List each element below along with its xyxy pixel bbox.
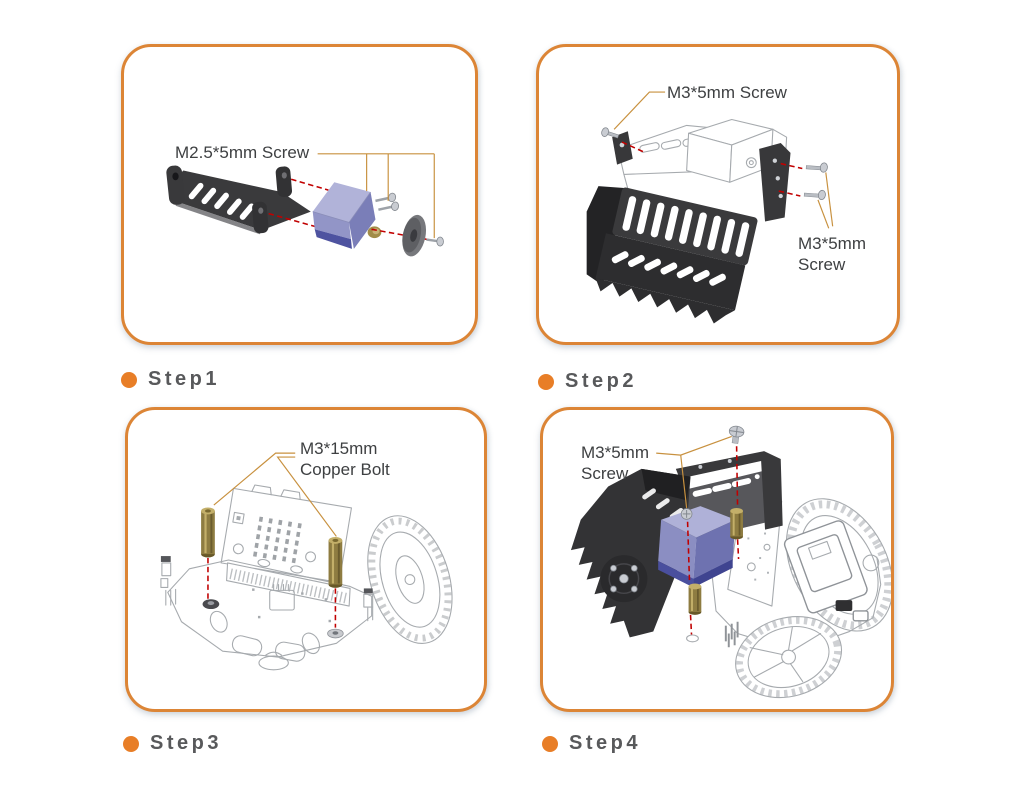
assembly-dashed-line-horn [371, 228, 437, 242]
step2-illustration [586, 91, 834, 324]
step2-panel: M3*5mm Screw M3*5mm Screw [536, 44, 900, 345]
callout-m3-screw-top: M3*5mm Screw [667, 83, 787, 102]
step4-bullet-dot [542, 735, 558, 752]
servo-body [312, 182, 382, 249]
screw-icons [680, 425, 745, 520]
callout-leader-lines [656, 435, 732, 509]
step3-label: Step3 [123, 732, 222, 755]
assembly-dashed-lines [686, 446, 740, 635]
step2-label-text: Step2 [565, 370, 637, 392]
servo-body [658, 506, 736, 588]
step1-illustration [166, 153, 444, 257]
callout-m3-screw: M3*5mm Screw [581, 443, 650, 483]
assembly-dashed-lines [202, 558, 344, 639]
top-bracket-shape [675, 451, 783, 530]
battery-holder-lineart [783, 520, 868, 614]
blade-left-ear [612, 131, 633, 165]
callout-m3-screw-right: M3*5mm Screw [798, 234, 867, 274]
screw-icons [601, 127, 828, 201]
step3-panel: M3*15mm Copper Bolt [125, 407, 487, 712]
assembly-dashed-lines [268, 178, 329, 228]
servo-horn-disc [600, 555, 648, 603]
callout-leader-lines [317, 153, 435, 239]
step4-label-text: Step4 [569, 732, 641, 754]
copper-bolt-right [328, 536, 343, 588]
wheel-lineart [367, 515, 453, 644]
horn-screw-icon [426, 236, 444, 247]
dozer-blade-shape [570, 468, 691, 638]
step1-panel: M2.5*5mm Screw [121, 44, 478, 345]
copper-bolt-left [201, 507, 215, 558]
step2-label: Step2 [538, 370, 637, 393]
servo-horn-disc [402, 214, 427, 257]
step1-label-text: Step1 [148, 368, 220, 390]
front-wheel-lineart [735, 615, 843, 699]
step4-illustration [570, 425, 891, 699]
copper-bolt-right [730, 508, 743, 540]
copper-bolt-front [688, 583, 702, 615]
step3-bullet-dot [123, 735, 139, 752]
chassis-lineart [160, 556, 374, 671]
callout-m25-screw: M2.5*5mm Screw [175, 143, 310, 162]
step4-panel: M3*5mm Screw [540, 407, 894, 712]
callout-copper-bolt: M3*15mm Copper Bolt [300, 439, 390, 479]
step2-bullet-dot [538, 373, 554, 390]
servo-bracket-shape [166, 165, 311, 235]
callout-leader-lines [213, 452, 337, 537]
blade-right-ear [759, 143, 791, 222]
step3-illustration [160, 452, 453, 671]
step1-bullet-dot [121, 371, 137, 388]
step3-label-text: Step3 [150, 732, 222, 754]
callout-leader-lines [613, 91, 834, 229]
step1-label: Step1 [121, 368, 220, 391]
screw-icons [375, 192, 400, 211]
step4-label: Step4 [542, 732, 641, 755]
dozer-blade-shape [586, 131, 791, 324]
